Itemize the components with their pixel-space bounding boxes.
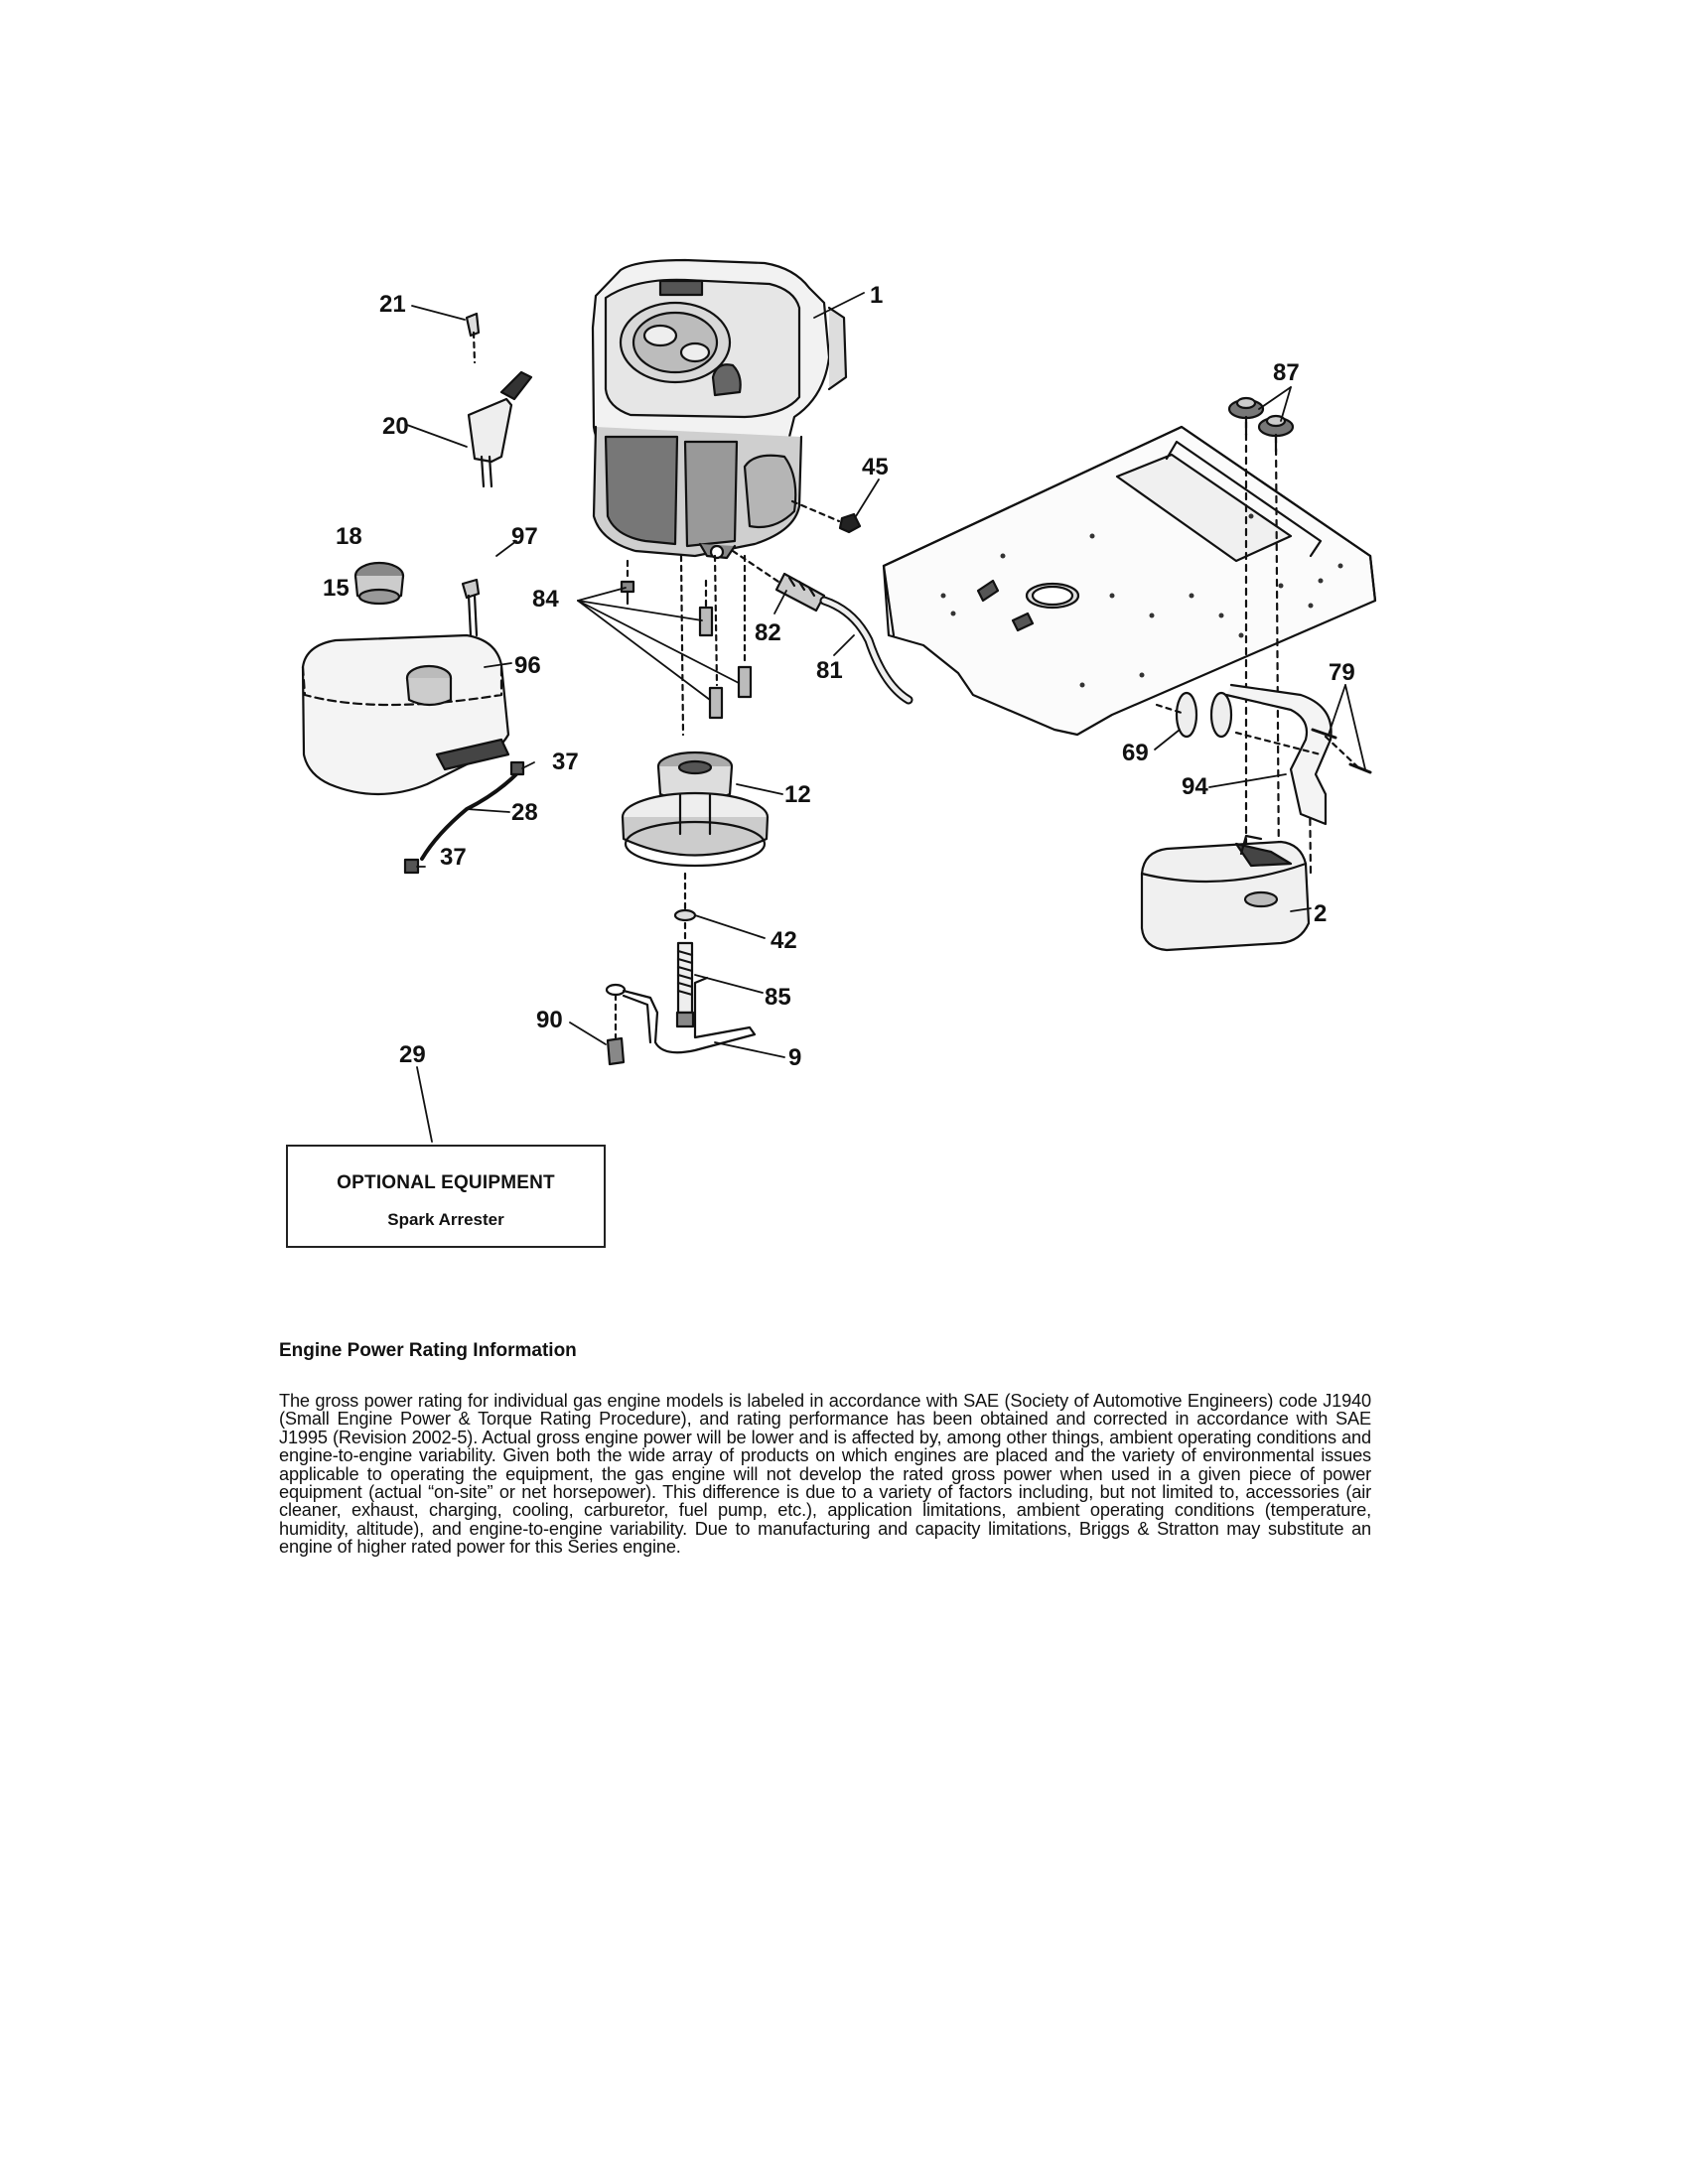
callout-1: 1 xyxy=(870,282,883,309)
callout-84: 84 xyxy=(532,586,559,613)
callout-81: 81 xyxy=(816,657,843,684)
callout-69: 69 xyxy=(1122,740,1149,766)
optional-equipment-title: OPTIONAL EQUIPMENT xyxy=(337,1172,555,1193)
optional-equipment-item: Spark Arrester xyxy=(387,1210,504,1229)
muffler-part xyxy=(1140,834,1311,952)
callout-28: 28 xyxy=(511,799,538,826)
callout-21: 21 xyxy=(379,291,406,318)
fuel-pump-part xyxy=(731,549,913,705)
optional-equipment-box: OPTIONAL EQUIPMENT Spark Arrester xyxy=(286,1145,606,1248)
callout-42: 42 xyxy=(771,927,797,954)
pulley-part xyxy=(621,751,770,868)
center-bolt-part xyxy=(673,872,697,1028)
exhaust-pipe-part xyxy=(1155,683,1372,826)
section-heading: Engine Power Rating Information xyxy=(279,1340,577,1361)
parts-diagram: 1 2 9 12 15 18 20 21 28 29 37 37 42 45 6… xyxy=(301,258,1377,1143)
callout-82: 82 xyxy=(755,619,781,646)
callout-9: 9 xyxy=(788,1044,801,1071)
callout-15: 15 xyxy=(323,575,350,602)
callout-85: 85 xyxy=(765,984,791,1011)
frame-bolts-part xyxy=(1227,396,1295,454)
nut-part xyxy=(790,499,862,534)
callout-96: 96 xyxy=(514,652,541,679)
engine-power-rating-section: Engine Power Rating Information The gros… xyxy=(279,1340,1371,1557)
callout-37-upper: 37 xyxy=(552,749,579,775)
fuel-tank-part xyxy=(301,633,510,796)
callout-20: 20 xyxy=(382,413,409,440)
callout-leader-lines xyxy=(406,292,1366,1143)
callout-2: 2 xyxy=(1314,900,1327,927)
mounting-bolts-part xyxy=(620,554,753,737)
callout-97: 97 xyxy=(511,523,538,550)
callout-45: 45 xyxy=(862,454,889,480)
callout-94: 94 xyxy=(1182,773,1208,800)
gas-cap-part xyxy=(353,561,405,606)
bracket-part xyxy=(605,976,757,1066)
chassis-frame-part xyxy=(882,420,1377,876)
engine-part xyxy=(591,258,848,560)
throttle-control-part xyxy=(465,312,533,488)
callout-12: 12 xyxy=(784,781,811,808)
callout-87: 87 xyxy=(1273,359,1300,386)
section-body: The gross power rating for individual ga… xyxy=(279,1391,1371,1558)
callout-29: 29 xyxy=(399,1041,426,1068)
callout-37-lower: 37 xyxy=(440,844,467,871)
callout-18: 18 xyxy=(336,523,362,550)
callout-79: 79 xyxy=(1329,659,1355,686)
callout-90: 90 xyxy=(536,1007,563,1033)
